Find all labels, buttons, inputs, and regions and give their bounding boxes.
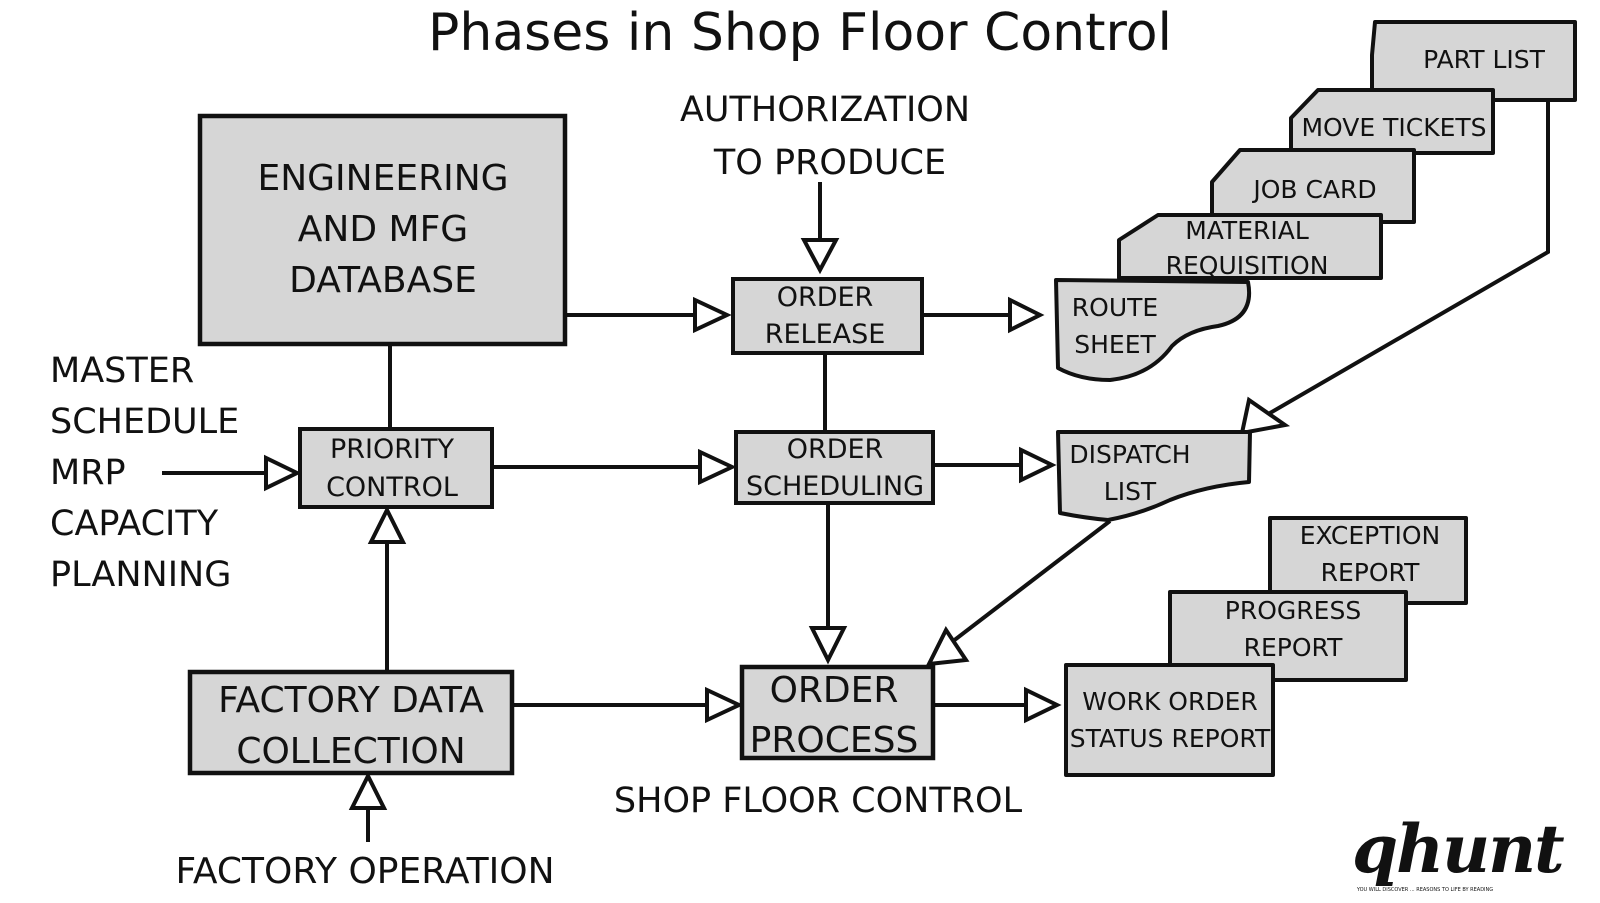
svg-text:DISPATCH: DISPATCH — [1069, 440, 1190, 469]
svg-text:MASTER: MASTER — [50, 351, 194, 391]
arrow-right-route-sheet — [1008, 296, 1045, 334]
shop-floor-control-caption: SHOP FLOOR CONTROL — [614, 781, 1023, 821]
svg-text:FACTORY DATA: FACTORY DATA — [218, 680, 484, 721]
svg-text:TO PRODUCE: TO PRODUCE — [713, 143, 946, 183]
qhunt-logo: qhunt YOU WILL DISCOVER ... REASONS TO L… — [1352, 810, 1566, 893]
arrow-right-dispatch-list — [1019, 446, 1057, 484]
svg-text:REPORT: REPORT — [1321, 558, 1420, 587]
svg-text:ORDER: ORDER — [787, 434, 884, 465]
svg-text:CONTROL: CONTROL — [326, 472, 458, 503]
box-factory-data-collection: FACTORY DATA COLLECTION — [187, 669, 515, 776]
svg-text:DATABASE: DATABASE — [289, 260, 477, 301]
left-inputs-label: MASTER SCHEDULE MRP CAPACITY PLANNING — [50, 351, 239, 595]
svg-text:CAPACITY: CAPACITY — [50, 504, 219, 544]
doc-part-list: PART LIST — [1370, 20, 1577, 102]
svg-text:STATUS REPORT: STATUS REPORT — [1070, 724, 1271, 753]
doc-dispatch-list: DISPATCH LIST — [1056, 430, 1252, 522]
svg-text:MATERIAL: MATERIAL — [1185, 216, 1309, 245]
doc-work-order-status-report: WORK ORDER STATUS REPORT — [1064, 663, 1275, 777]
doc-material-requisition: MATERIAL REQUISITION — [1117, 213, 1383, 280]
diagram-title: Phases in Shop Floor Control — [428, 3, 1172, 63]
svg-text:COLLECTION: COLLECTION — [236, 731, 465, 772]
svg-text:WORK ORDER: WORK ORDER — [1082, 687, 1258, 716]
svg-text:SCHEDULING: SCHEDULING — [746, 471, 924, 502]
svg-text:REPORT: REPORT — [1244, 633, 1343, 662]
doc-route-sheet: ROUTE SHEET — [1054, 278, 1252, 382]
svg-text:ROUTE: ROUTE — [1072, 293, 1158, 322]
doc-move-tickets: MOVE TICKETS — [1289, 88, 1495, 155]
svg-text:PART LIST: PART LIST — [1423, 45, 1546, 74]
box-order-process: ORDER PROCESS — [739, 664, 936, 761]
authorization-label: AUTHORIZATION TO PRODUCE — [680, 90, 970, 183]
svg-text:ORDER: ORDER — [770, 670, 899, 711]
arrow-down-order-release — [800, 238, 840, 275]
box-engineering-db: ENGINEERING AND MFG DATABASE — [197, 113, 568, 347]
doc-exception-report: EXCEPTION REPORT — [1268, 516, 1468, 605]
arrow-right-priority-control — [264, 454, 302, 492]
arrowheads — [264, 238, 1291, 810]
box-order-scheduling: ORDER SCHEDULING — [734, 430, 935, 505]
arrow-to-dispatch-list — [1239, 396, 1291, 436]
svg-text:EXCEPTION: EXCEPTION — [1300, 521, 1440, 550]
box-order-release: ORDER RELEASE — [731, 277, 924, 355]
svg-text:REQUISITION: REQUISITION — [1166, 251, 1329, 280]
svg-text:PROCESS: PROCESS — [750, 720, 919, 761]
svg-text:SCHEDULE: SCHEDULE — [50, 402, 239, 442]
svg-text:ENGINEERING: ENGINEERING — [257, 158, 508, 199]
factory-operation-label: FACTORY OPERATION — [175, 851, 554, 892]
svg-text:AUTHORIZATION: AUTHORIZATION — [680, 90, 970, 130]
svg-text:LIST: LIST — [1104, 477, 1157, 506]
svg-text:PROGRESS: PROGRESS — [1225, 596, 1361, 625]
arrow-down-order-process — [808, 626, 848, 665]
svg-text:MRP: MRP — [50, 453, 126, 493]
arrow-right-order-process — [705, 686, 744, 724]
logo-tagline: YOU WILL DISCOVER ... REASONS TO LIFE BY… — [1356, 887, 1493, 893]
svg-text:JOB CARD: JOB CARD — [1251, 175, 1376, 204]
box-priority-control: PRIORITY CONTROL — [298, 427, 494, 509]
svg-text:MOVE TICKETS: MOVE TICKETS — [1301, 113, 1486, 142]
svg-text:ORDER: ORDER — [777, 282, 874, 313]
doc-job-card: JOB CARD — [1210, 148, 1416, 224]
arrow-right-order-scheduling — [698, 448, 737, 486]
svg-text:SHEET: SHEET — [1074, 330, 1156, 359]
svg-text:RELEASE: RELEASE — [765, 319, 886, 350]
arrow-to-order-process-diagonal — [925, 626, 970, 667]
arrow-up-factory-data — [348, 771, 388, 810]
svg-text:AND MFG: AND MFG — [298, 209, 468, 250]
arrow-right-order-release — [693, 296, 732, 334]
svg-text:PLANNING: PLANNING — [50, 555, 231, 595]
connectors — [162, 100, 1550, 842]
logo-text: qhunt — [1352, 810, 1564, 888]
arrow-right-status-report — [1024, 686, 1062, 724]
arrow-up-priority-control — [367, 505, 407, 544]
svg-text:PRIORITY: PRIORITY — [330, 434, 454, 465]
